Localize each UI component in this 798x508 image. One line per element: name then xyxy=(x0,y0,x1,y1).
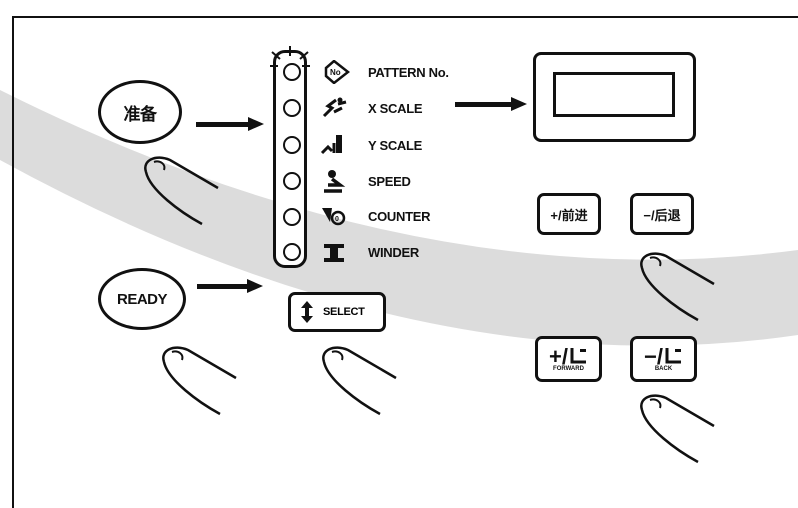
ready-button-label: READY xyxy=(116,290,168,308)
ready-button[interactable]: READY xyxy=(98,268,186,330)
finger-pointer-icon xyxy=(144,156,219,226)
minus-back-small-label: BACK xyxy=(654,366,673,372)
presser-foot-back-icon xyxy=(665,348,681,364)
prepare-button[interactable]: 准备 xyxy=(98,80,182,144)
display-arrow xyxy=(455,97,527,111)
minus-back-stitch-button[interactable]: −/ BACK xyxy=(630,336,697,382)
led-lit-rays-icon xyxy=(270,46,310,67)
mode-row-x-scale: X SCALE xyxy=(318,96,423,120)
mode-label-x-scale: X SCALE xyxy=(368,100,423,116)
led-winder xyxy=(283,243,301,261)
mode-label-pattern: PATTERN No. xyxy=(368,64,449,80)
finger-pointer-icon xyxy=(640,252,715,322)
mode-row-counter: 0 COUNTER xyxy=(318,204,430,228)
led-y-scale xyxy=(283,136,301,154)
panel-frame xyxy=(12,16,798,508)
mode-label-winder: WINDER xyxy=(368,244,419,260)
prepare-button-label: 准备 xyxy=(123,104,158,124)
pattern-number-icon: No xyxy=(318,60,350,84)
speed-icon xyxy=(318,169,350,193)
plus-advance-button[interactable]: +/前进 xyxy=(537,193,601,235)
x-scale-icon xyxy=(318,96,350,120)
mode-label-y-scale: Y SCALE xyxy=(368,137,423,153)
mode-row-pattern: No PATTERN No. xyxy=(318,60,449,84)
ready-arrow xyxy=(197,279,263,293)
svg-text:0: 0 xyxy=(335,216,339,223)
minus-sign: −/ xyxy=(644,344,663,369)
finger-pointer-icon xyxy=(640,394,715,464)
plus-forward-button[interactable]: +/ FORWARD xyxy=(535,336,602,382)
mode-label-counter: COUNTER xyxy=(368,208,431,224)
mode-row-speed: SPEED xyxy=(318,169,411,193)
select-button-label: SELECT xyxy=(323,306,365,318)
lcd-window xyxy=(553,72,675,117)
y-scale-icon xyxy=(318,133,350,157)
mode-label-speed: SPEED xyxy=(368,173,411,189)
prepare-arrow xyxy=(196,117,264,131)
led-counter xyxy=(283,208,301,226)
up-down-arrow-icon xyxy=(301,301,313,323)
mode-indicator-column xyxy=(273,50,307,268)
led-pattern-lit xyxy=(283,63,301,81)
plus-forward-label: FORWARD xyxy=(553,366,584,372)
counter-icon: 0 xyxy=(318,204,350,228)
mode-row-winder: WINDER xyxy=(318,240,419,264)
svg-text:No: No xyxy=(330,68,341,77)
minus-back-label: −/后退 xyxy=(643,207,681,223)
mode-row-y-scale: Y SCALE xyxy=(318,133,422,157)
select-button[interactable]: SELECT xyxy=(288,292,386,332)
lcd-display xyxy=(533,52,696,142)
led-x-scale xyxy=(283,99,301,117)
winder-icon xyxy=(318,240,350,264)
plus-sign: +/ xyxy=(549,344,568,369)
finger-pointer-icon xyxy=(322,346,397,416)
minus-back-button[interactable]: −/后退 xyxy=(630,193,694,235)
presser-foot-icon xyxy=(570,348,586,364)
plus-advance-label: +/前进 xyxy=(550,207,588,223)
finger-pointer-icon xyxy=(162,346,237,416)
led-speed xyxy=(283,172,301,190)
